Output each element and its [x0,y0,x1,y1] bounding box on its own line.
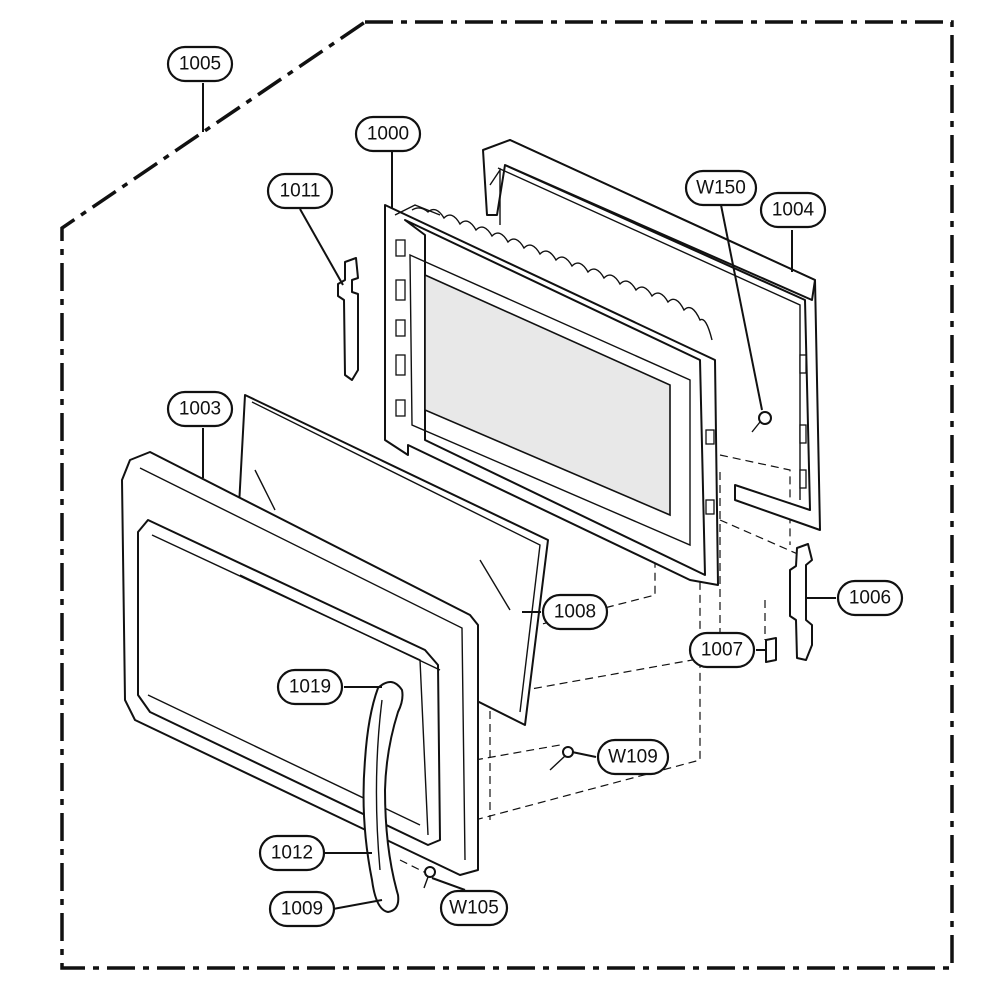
callout-w105: W105 [439,889,509,927]
door-handle [362,681,404,913]
callout-1007: 1007 [688,631,756,669]
callout-1000: 1000 [354,115,422,153]
callout-1008: 1008 [541,593,609,631]
callout-label: 1011 [280,181,321,202]
callout-1003: 1003 [166,390,234,428]
callout-1012: 1012 [258,834,326,872]
callout-label: W105 [449,898,499,919]
callout-1009: 1009 [268,890,336,928]
callout-w109: W109 [596,738,670,776]
callout-label: 1019 [289,677,331,698]
callout-label: 1003 [179,399,221,420]
latch-clip-1011 [337,257,359,381]
callout-1004: 1004 [759,191,827,229]
callout-label: 1009 [281,899,323,920]
door-frame-1000 [384,204,719,586]
callout-label: 1005 [179,54,221,75]
leader-lines [202,83,836,910]
callout-label: 1000 [367,124,409,145]
callout-label: 1004 [772,200,815,221]
callout-1006: 1006 [836,579,904,617]
callout-1005: 1005 [166,45,234,83]
callout-1011: 1011 [266,172,334,210]
screw-w150 [751,411,772,433]
callout-label: W150 [696,178,746,199]
callout-label: W109 [608,747,658,768]
callout-1019: 1019 [276,668,344,706]
screw-w105 [423,866,436,889]
callout-label: 1006 [849,588,891,609]
callout-label: 1012 [271,843,313,864]
assembly-boundary [60,20,954,970]
callout-label: 1007 [701,640,743,661]
callout-label: 1008 [554,602,596,623]
hinge-bracket-1006 [765,543,813,663]
callout-w150: W150 [684,169,758,207]
screw-w109 [549,746,574,771]
